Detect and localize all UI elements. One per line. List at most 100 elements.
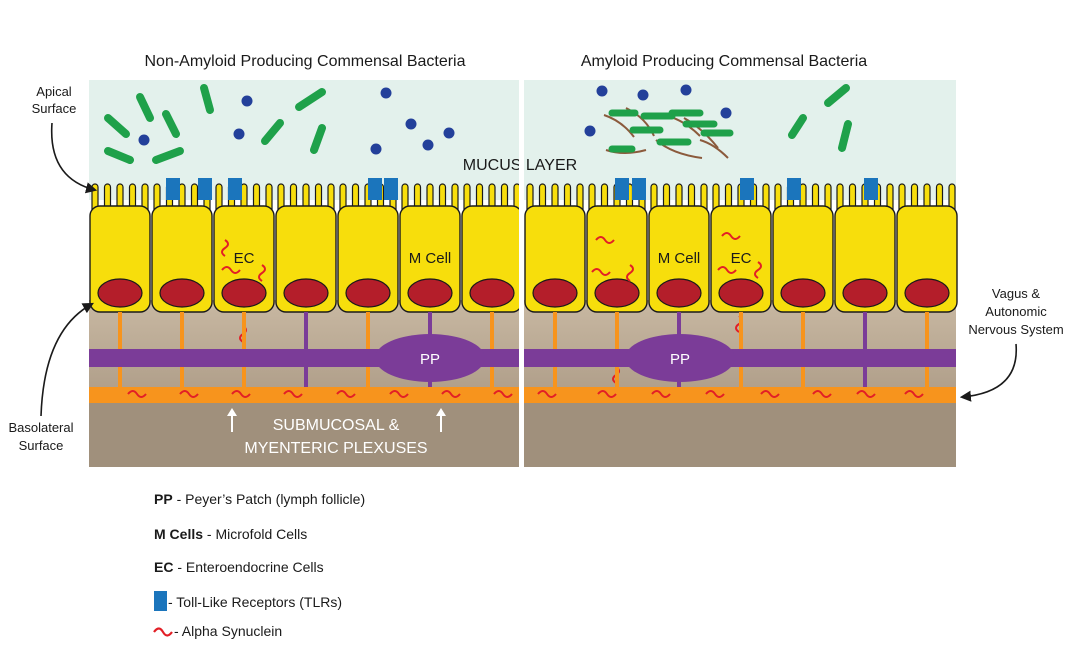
coccus-bacterium-icon [596,85,608,97]
epithelial-cell [461,183,523,313]
vagus-arrow-icon [959,343,1017,402]
cell-label: EC [234,250,255,267]
apical-label-line1: Apical [36,84,72,99]
cell-label: EC [731,250,752,267]
tlr-icon [632,178,646,200]
coccus-bacterium-icon [241,95,253,107]
alpha-synuclein-icon [717,266,737,274]
epithelial-cell [710,183,772,313]
nucleus [159,278,205,308]
cell-label: M Cell [658,250,701,267]
epithelial-cell [834,183,896,313]
nucleus [469,278,515,308]
rod-bacterium-icon [310,124,326,154]
rod-bacterium-icon [295,88,326,111]
tlr-icon [384,178,398,200]
alpha-synuclein-icon [336,390,356,398]
coccus-bacterium-icon [405,118,417,130]
legend-item-pp: PP - Peyer’s Patch (lymph follicle) [154,491,365,507]
epithelial-cell [896,183,958,313]
basolateral-label-line1: Basolateral [8,420,73,435]
alpha-synuclein-icon [626,264,634,282]
rod-bacterium-icon [162,110,180,138]
epithelial-cell [586,183,648,313]
nucleus [221,278,267,308]
alpha-synuclein-icon [127,390,147,398]
alpha-synuclein-icon [651,390,671,398]
coccus-bacterium-icon [380,87,392,99]
coccus-bacterium-icon [637,89,649,101]
legend-item-tlr: - Toll-Like Receptors (TLRs) [168,594,342,610]
tlr-icon [864,178,878,200]
plexus-label-line1: SUBMUCOSAL & [273,417,400,434]
alpha-synuclein-icon [221,266,241,274]
epithelial-cell [648,183,710,313]
alpha-synuclein-icon [231,390,251,398]
alpha-synuclein-icon [389,390,409,398]
tlr-icon [198,178,212,200]
panel-divider [519,80,524,468]
coccus-bacterium-icon [720,107,732,119]
apical-label-line2: Surface [32,101,77,116]
right-panel-title: Amyloid Producing Commensal Bacteria [581,53,867,70]
rod-bacterium-icon [136,93,154,122]
plexus-label-line2: MYENTERIC PLEXUSES [244,440,427,457]
plexus-label: SUBMUCOSAL & MYENTERIC PLEXUSES [227,408,446,457]
rod-bacterium-icon [788,114,807,139]
up-arrow-icon-right-head [436,408,446,416]
coccus-bacterium-icon [138,134,150,146]
legend-item-m-cells: M Cells - Microfold Cells [154,526,307,542]
legend-item-synuclein: - Alpha Synuclein [174,623,282,639]
vagus-label-line2: Autonomic [985,304,1047,319]
vagus-label-line1: Vagus & [992,286,1041,301]
alpha-synuclein-icon [721,232,741,240]
basolateral-label-line2: Surface [19,438,64,453]
coccus-bacterium-icon [370,143,382,155]
alpha-synuclein-icon [537,390,557,398]
alpha-synuclein-icon [221,239,229,257]
apical-arrow-icon [50,122,98,194]
legend-item-ec: EC - Enteroendocrine Cells [154,559,324,575]
rod-bacterium-icon [104,147,134,164]
coccus-bacterium-icon [584,125,596,137]
amyloid-fiber [699,139,729,159]
epithelial-cell [524,183,586,313]
alpha-synuclein-icon [283,390,303,398]
nucleus [283,278,329,308]
epithelial-cell [772,183,834,313]
alpha-synuclein-icon [597,390,617,398]
nucleus [656,278,702,308]
basolateral-arrow-icon [40,302,94,417]
epithelial-cell [337,183,399,313]
nucleus [780,278,826,308]
rod-bacterium-icon [824,84,850,107]
pp-label-left: PP [420,351,440,368]
left-panel-title: Non-Amyloid Producing Commensal Bacteria [144,53,465,70]
alpha-synuclein-icon [591,268,611,276]
alpha-synuclein-icon [493,390,513,398]
peyers-patch-right: PP [625,334,735,382]
epithelial-cell [151,183,213,313]
alpha-synuclein-icon [179,390,199,398]
tlr-icon [368,178,382,200]
coccus-bacterium-icon [233,128,245,140]
alpha-synuclein-icon [812,390,832,398]
amyloid-fiber [683,117,719,149]
alpha-synuclein-icon [258,264,266,282]
nucleus [718,278,764,308]
alpha-synuclein-icon [441,390,461,398]
tlr-icon [740,178,754,200]
synuclein-legend-icon [153,627,173,637]
legend: PP - Peyer’s Patch (lymph follicle) M Ce… [153,491,365,639]
nucleus [345,278,391,308]
nucleus [594,278,640,308]
epithelial-cell [89,183,151,313]
nucleus [97,278,143,308]
rod-bacterium-icon [261,119,284,145]
alpha-synuclein-icon [595,236,615,244]
nucleus [407,278,453,308]
peyers-patch-left: PP [375,334,485,382]
rod-bacterium-icon [838,120,852,152]
